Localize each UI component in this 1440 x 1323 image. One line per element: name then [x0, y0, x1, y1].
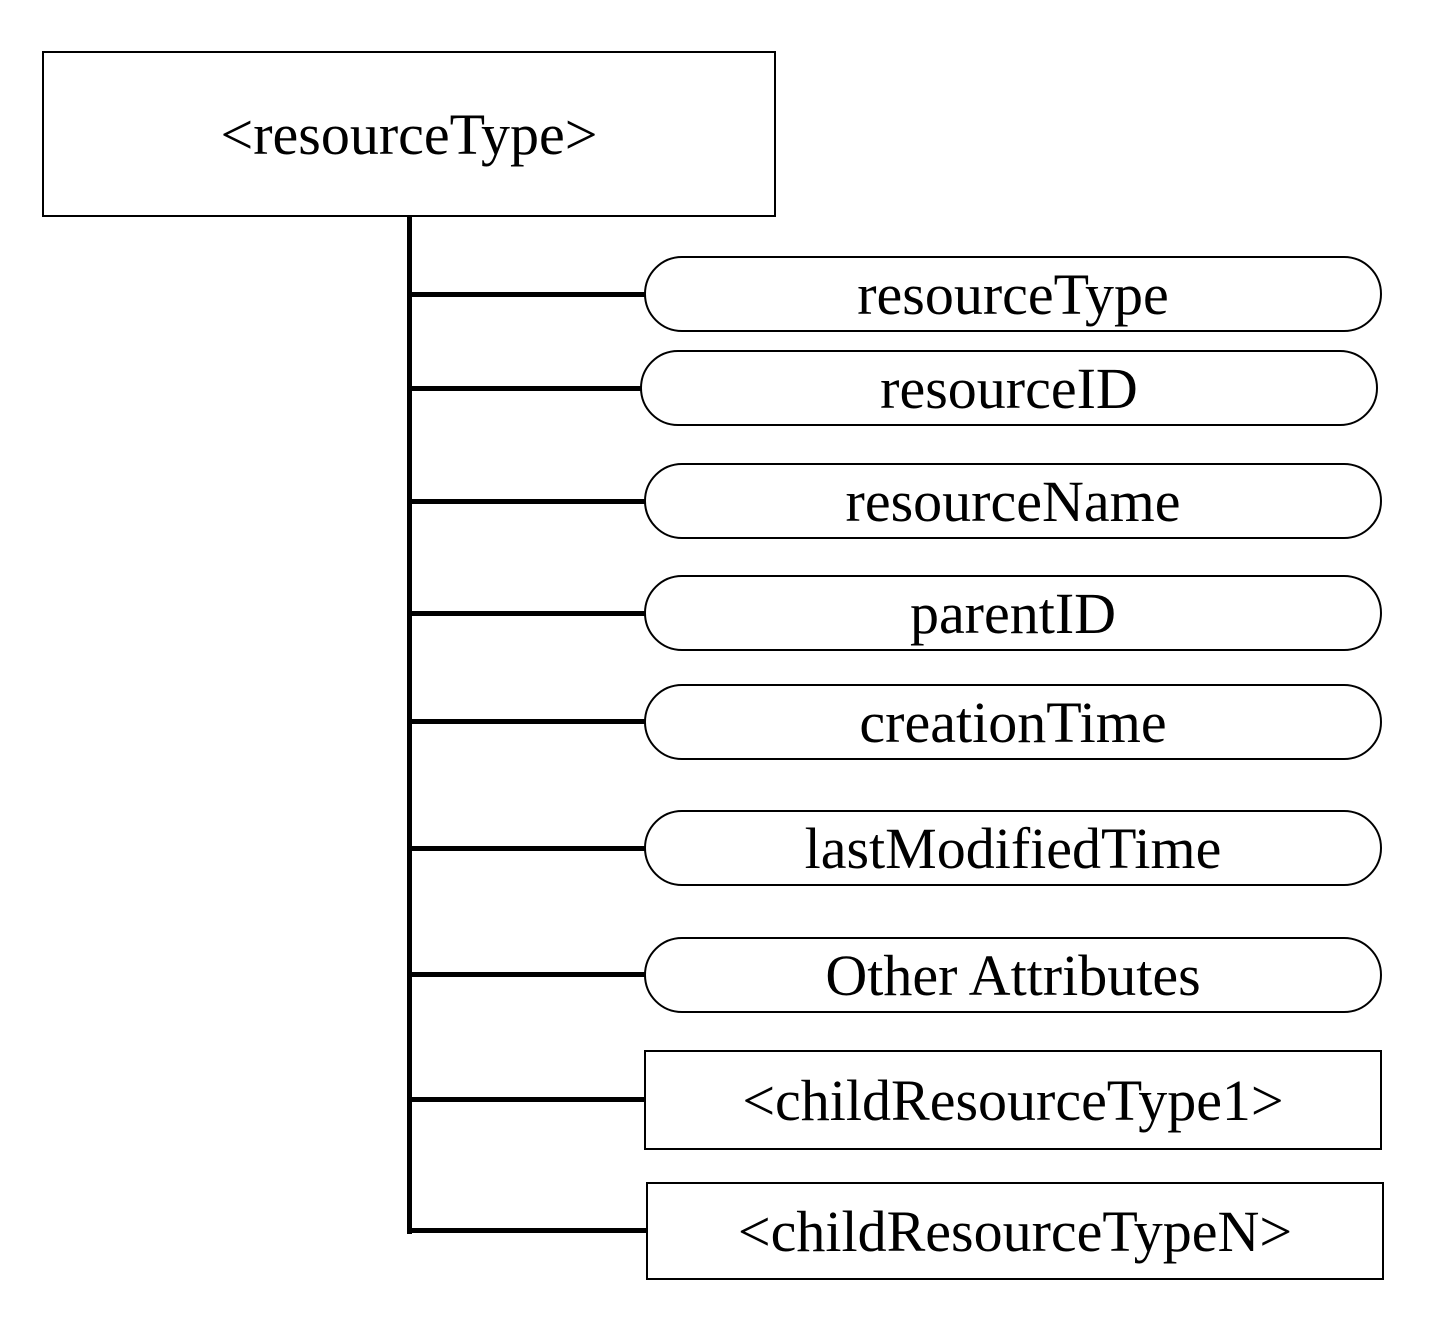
branch-line-resourceName	[410, 499, 646, 504]
attribute-node-resourceName: resourceName	[644, 463, 1382, 539]
attribute-label: parentID	[909, 580, 1117, 646]
branch-line-other-attributes	[410, 972, 646, 977]
attribute-node-parentID: parentID	[644, 575, 1382, 651]
attribute-label: lastModifiedTime	[804, 815, 1222, 881]
attribute-label: resourceType	[857, 261, 1169, 327]
attribute-node-resourceType: resourceType	[644, 256, 1382, 332]
branch-line-parentID	[410, 611, 646, 616]
attribute-label: creationTime	[859, 689, 1167, 755]
tree-trunk-line	[407, 217, 412, 1234]
attribute-node-creationTime: creationTime	[644, 684, 1382, 760]
branch-line-creationTime	[410, 719, 646, 724]
root-resource-label: <resourceType>	[220, 101, 598, 167]
branch-line-lastModifiedTime	[410, 846, 646, 851]
child-resource-node-1: <childResourceType1>	[644, 1050, 1382, 1150]
child-resource-node-n: <childResourceTypeN>	[646, 1182, 1384, 1280]
attribute-node-other-attributes: Other Attributes	[644, 937, 1382, 1013]
child-resource-label: <childResourceTypeN>	[737, 1198, 1293, 1264]
root-resource-node: <resourceType>	[42, 51, 776, 217]
attribute-node-lastModifiedTime: lastModifiedTime	[644, 810, 1382, 886]
branch-line-child-1	[410, 1097, 646, 1102]
attribute-label: Other Attributes	[825, 942, 1201, 1008]
branch-line-resourceID	[410, 386, 642, 391]
branch-line-resourceType	[410, 292, 646, 297]
attribute-label: resourceName	[845, 468, 1181, 534]
child-resource-label: <childResourceType1>	[742, 1067, 1284, 1133]
attribute-node-resourceID: resourceID	[640, 350, 1378, 426]
branch-line-child-n	[410, 1228, 648, 1233]
attribute-label: resourceID	[880, 355, 1138, 421]
